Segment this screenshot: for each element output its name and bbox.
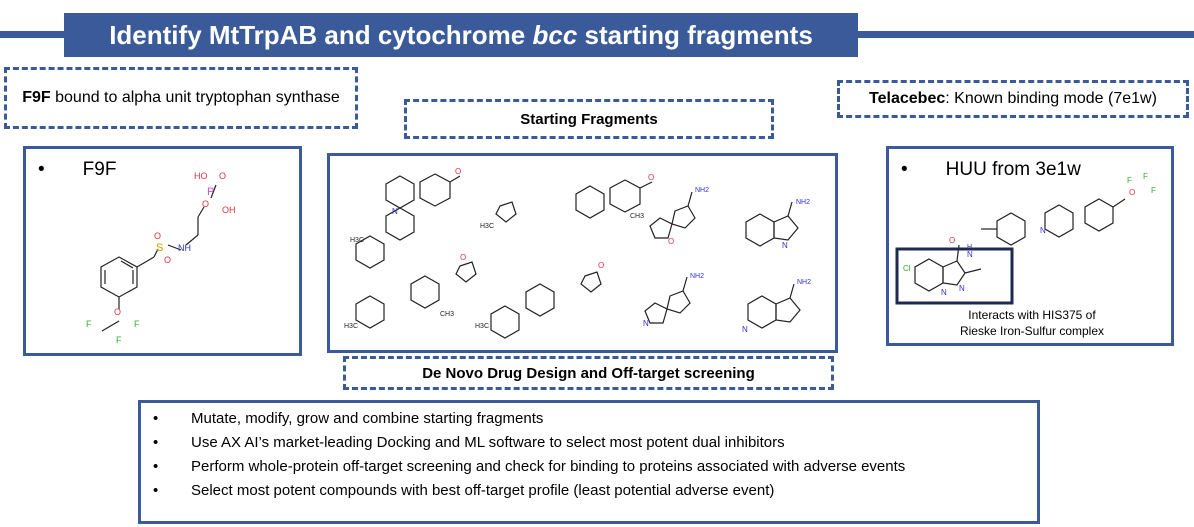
atom-o: O — [598, 261, 604, 270]
list-item: • Mutate, modify, grow and combine starti… — [141, 407, 1037, 431]
fragment-structures: H3C O N H3C CH3 O H3C CH3 O H3C O NH2 NH… — [344, 167, 811, 339]
atom-f: F — [1143, 172, 1148, 181]
atom-o: O — [164, 255, 171, 265]
atom-h: H — [967, 244, 972, 251]
f9f-label-box: F9F bound to alpha unit tryptophan synth… — [4, 67, 358, 129]
bullet: • — [153, 458, 159, 475]
list-item: • Select most potent compounds with best … — [141, 479, 1037, 503]
interaction-note-line2: Rieske Iron-Sulfur complex — [959, 324, 1105, 338]
atom-h3c: H3C — [475, 323, 489, 330]
atom-n: N — [643, 319, 649, 328]
telacebec-label-box: Telacebec: Known binding mode (7e1w) — [837, 80, 1189, 118]
atom-o: O — [949, 236, 955, 245]
step-text: Use AX AI’s market-leading Docking and M… — [191, 434, 785, 451]
atom-nh2: NH2 — [695, 187, 709, 194]
atom-n: N — [782, 241, 788, 250]
huu-heading-text: HUU from 3e1w — [945, 159, 1081, 180]
atom-nh2: NH2 — [797, 279, 811, 286]
title-part2: starting fragments — [584, 19, 813, 50]
atom-n: N — [959, 284, 965, 293]
list-item: • Use AX AI’s market-leading Docking and … — [141, 431, 1037, 455]
fragments-panel: H3C O N H3C CH3 O H3C CH3 O H3C O NH2 NH… — [327, 153, 838, 353]
bullet: • — [153, 482, 159, 499]
f9f-label-text: bound to alpha unit tryptophan synthase — [50, 89, 340, 106]
atom-cl: Cl — [903, 264, 911, 273]
atom-o: O — [648, 173, 654, 182]
steps-list: • Mutate, modify, grow and combine starti… — [141, 407, 1037, 503]
atom-o: O — [202, 199, 209, 209]
telacebec-bold: Telacebec — [869, 90, 946, 107]
atom-o: O — [668, 237, 674, 246]
bullet: • — [38, 159, 45, 180]
bullet: • — [153, 410, 159, 427]
atom-p: P — [207, 186, 214, 198]
atom-n: N — [392, 207, 398, 216]
atom-f: F — [1151, 186, 1156, 195]
atom-h3c: H3C — [350, 237, 364, 244]
steps-box: • Mutate, modify, grow and combine starti… — [138, 400, 1040, 524]
atom-f: F — [1127, 176, 1132, 185]
f9f-label-bold: F9F — [22, 89, 51, 106]
atom-o: O — [154, 231, 161, 241]
atom-o: O — [455, 167, 461, 176]
page-title: Identify MtTrpAB and cytochrome bcc star… — [64, 13, 858, 57]
huu-panel: • HUU from 3e1w O F F F N O H N Cl N N I… — [886, 146, 1174, 346]
title-part1: Identify MtTrpAB and cytochrome — [109, 19, 526, 50]
atom-ho: HO — [194, 171, 208, 181]
atom-nh: NH — [178, 243, 191, 253]
f9f-heading: • F9F — [38, 159, 116, 181]
atom-oh: OH — [222, 205, 236, 215]
title-italic: bcc — [532, 19, 578, 50]
atom-n: N — [742, 325, 748, 334]
f9f-heading-text: F9F — [82, 159, 117, 180]
bullet: • — [901, 159, 908, 180]
de-novo-text: De Novo Drug Design and Off-target scree… — [422, 364, 755, 382]
de-novo-label: De Novo Drug Design and Off-target scree… — [343, 356, 834, 390]
atom-f: F — [86, 319, 92, 329]
atom-h3c: H3C — [344, 323, 358, 330]
step-text: Mutate, modify, grow and combine startin… — [191, 410, 544, 427]
atom-ch3: CH3 — [440, 311, 454, 318]
bullet: • — [153, 434, 159, 451]
interaction-note: Interacts with HIS375 of Rieske Iron-Sul… — [901, 307, 1163, 339]
huu-heading: • HUU from 3e1w — [901, 159, 1081, 181]
atom-h3c: H3C — [480, 223, 494, 230]
f9f-structure: O F F F S O O NH O P HO O OH — [86, 171, 236, 345]
list-item: • Perform whole-protein off-target screen… — [141, 455, 1037, 479]
huu-structure: O F F F N O H N Cl N N — [895, 172, 1156, 305]
starting-fragments-text: Starting Fragments — [520, 110, 658, 128]
atom-ch3: CH3 — [630, 213, 644, 220]
f9f-panel: • F9F O F F F S O O NH O P HO O OH — [23, 146, 302, 356]
atom-o: O — [1129, 188, 1135, 197]
atom-o: O — [460, 253, 466, 262]
step-text: Perform whole-protein off-target screeni… — [191, 458, 906, 475]
step-text: Select most potent compounds with best o… — [191, 482, 775, 499]
starting-fragments-label: Starting Fragments — [404, 99, 774, 139]
atom-n: N — [967, 250, 973, 259]
telacebec-text: : Known binding mode (7e1w) — [945, 90, 1157, 107]
highlight-box — [895, 247, 1014, 305]
atom-s: S — [156, 242, 163, 254]
atom-o: O — [114, 307, 121, 317]
atom-f: F — [116, 335, 122, 345]
atom-f: F — [134, 319, 140, 329]
atom-nh2: NH2 — [796, 199, 810, 206]
atom-o: O — [219, 171, 226, 181]
atom-n: N — [941, 288, 947, 297]
atom-nh2: NH2 — [690, 273, 704, 280]
interaction-note-line1: Interacts with HIS375 of — [968, 308, 1096, 322]
atom-n: N — [1040, 226, 1046, 235]
